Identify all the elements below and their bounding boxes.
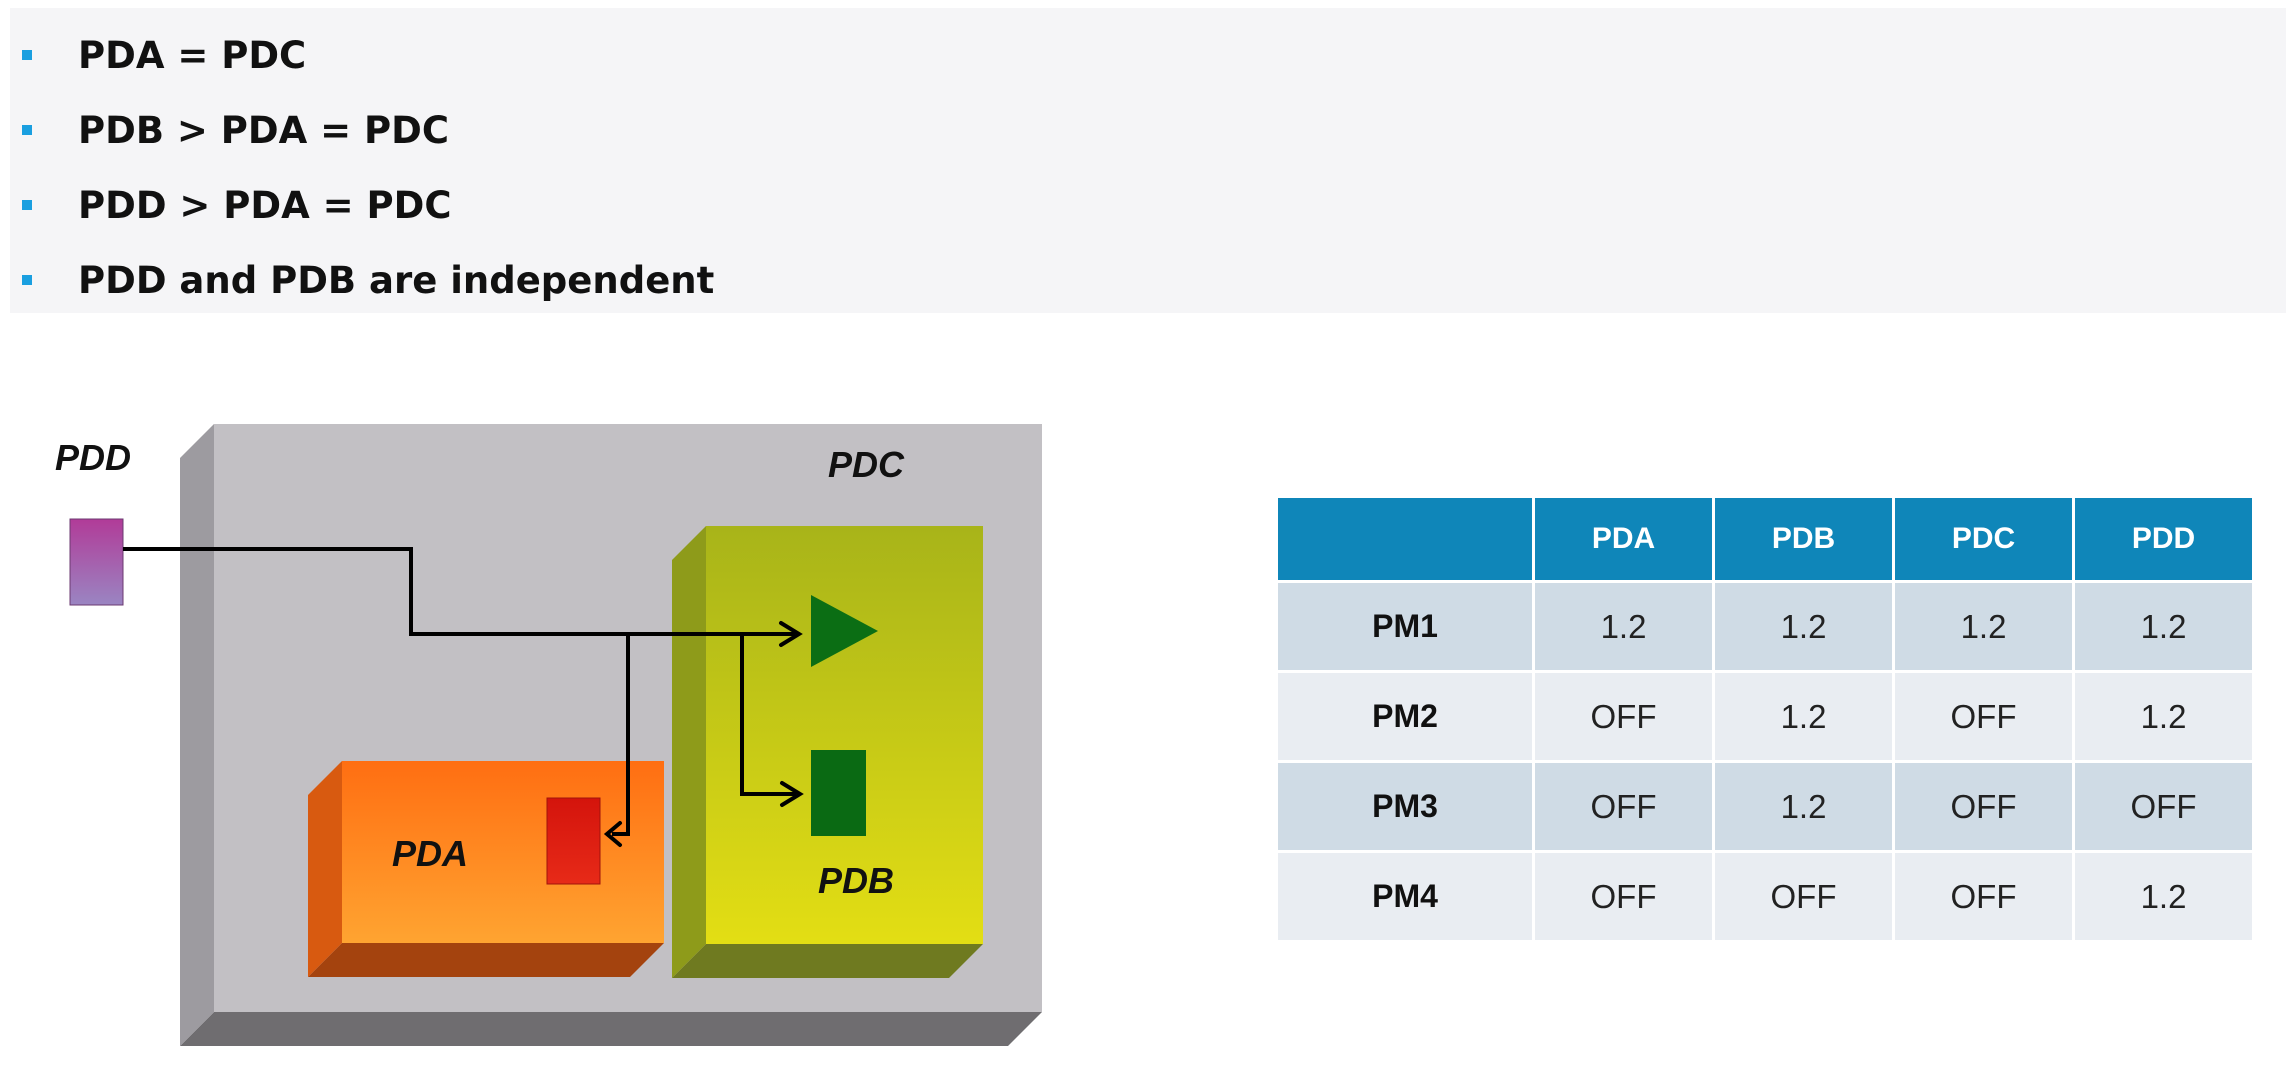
table-cell: 1.2 bbox=[2075, 583, 2252, 670]
pdb-domain-box: PDB bbox=[672, 526, 983, 978]
bullet-item: PDA = PDC bbox=[22, 25, 306, 85]
arrow-head-icon bbox=[603, 821, 622, 847]
table-row: PM3 OFF 1.2 OFF OFF bbox=[1278, 763, 2252, 850]
wire-to-pda-cell bbox=[612, 634, 630, 836]
pdb-bottom-edge bbox=[672, 944, 983, 978]
table-cell: 1.2 bbox=[2075, 853, 2252, 940]
bullet-square-icon bbox=[22, 275, 32, 285]
pdc-label: PDC bbox=[828, 444, 905, 485]
table-cell: 1.2 bbox=[1715, 583, 1892, 670]
table-cell: OFF bbox=[2075, 763, 2252, 850]
pdb-buffer-triangle-icon bbox=[811, 595, 878, 667]
power-mode-table: PDA PDB PDC PDD PM1 1.2 1.2 1.2 1.2 PM2 … bbox=[1275, 495, 2255, 943]
table-cell: OFF bbox=[1895, 853, 2072, 940]
bullet-text: PDB > PDA = PDC bbox=[78, 108, 450, 152]
bullet-square-icon bbox=[22, 200, 32, 210]
pda-face bbox=[342, 761, 664, 943]
table-cell: 1.2 bbox=[1535, 583, 1712, 670]
table-cell: 1.2 bbox=[1715, 673, 1892, 760]
table-row: PM1 1.2 1.2 1.2 1.2 bbox=[1278, 583, 2252, 670]
table-header-row: PDA PDB PDC PDD bbox=[1278, 498, 2252, 580]
table-row: PM2 OFF 1.2 OFF 1.2 bbox=[1278, 673, 2252, 760]
table-cell: 1.2 bbox=[1895, 583, 2072, 670]
pda-bottom-edge bbox=[308, 943, 664, 977]
table-cell: OFF bbox=[1535, 853, 1712, 940]
column-header-pdc: PDC bbox=[1895, 498, 2072, 580]
bullet-item: PDD > PDA = PDC bbox=[22, 175, 452, 235]
bullet-item: PDB > PDA = PDC bbox=[22, 100, 449, 160]
pdb-cell-block bbox=[811, 750, 866, 836]
row-label: PM2 bbox=[1278, 673, 1532, 760]
column-header-pdb: PDB bbox=[1715, 498, 1892, 580]
table-cell: 1.2 bbox=[2075, 673, 2252, 760]
table-cell: 1.2 bbox=[1715, 763, 1892, 850]
pdb-label: PDB bbox=[818, 860, 894, 901]
column-header-pda: PDA bbox=[1535, 498, 1712, 580]
bullet-square-icon bbox=[22, 125, 32, 135]
arrow-head-icon bbox=[780, 781, 804, 807]
pdd-label: PDD bbox=[55, 437, 131, 478]
pdc-bottom-edge bbox=[180, 1012, 1042, 1046]
pda-domain-box: PDA bbox=[308, 761, 664, 977]
bullet-list: PDA = PDC PDB > PDA = PDC PDD > PDA = PD… bbox=[10, 8, 2286, 313]
pdb-face bbox=[706, 526, 983, 944]
pdc-left-edge bbox=[180, 424, 214, 1046]
row-label: PM4 bbox=[1278, 853, 1532, 940]
bullet-text: PDD > PDA = PDC bbox=[78, 183, 452, 227]
bullet-square-icon bbox=[22, 50, 32, 60]
table-cell: OFF bbox=[1895, 673, 2072, 760]
column-header-pdd: PDD bbox=[2075, 498, 2252, 580]
table-cell: OFF bbox=[1895, 763, 2072, 850]
arrow-head-icon bbox=[779, 621, 803, 647]
bullet-item: PDD and PDB are independent bbox=[22, 250, 714, 310]
pda-left-edge bbox=[308, 761, 342, 977]
table-cell: OFF bbox=[1535, 673, 1712, 760]
wire-pdd-to-pdb-buffer bbox=[123, 547, 795, 636]
table-corner-cell bbox=[1278, 498, 1532, 580]
pdb-left-edge bbox=[672, 526, 706, 978]
pda-label: PDA bbox=[392, 833, 468, 874]
table-cell: OFF bbox=[1535, 763, 1712, 850]
table-row: PM4 OFF OFF OFF 1.2 bbox=[1278, 853, 2252, 940]
row-label: PM3 bbox=[1278, 763, 1532, 850]
signal-wires bbox=[123, 547, 796, 836]
pdd-block bbox=[69, 518, 124, 606]
table-cell: OFF bbox=[1715, 853, 1892, 940]
bullet-text: PDD and PDB are independent bbox=[78, 258, 715, 302]
bullet-text: PDA = PDC bbox=[78, 33, 307, 77]
wire-to-pdb-cell bbox=[740, 634, 796, 796]
arrow-heads bbox=[603, 621, 804, 847]
pda-cell-block bbox=[546, 797, 601, 885]
row-label: PM1 bbox=[1278, 583, 1532, 670]
